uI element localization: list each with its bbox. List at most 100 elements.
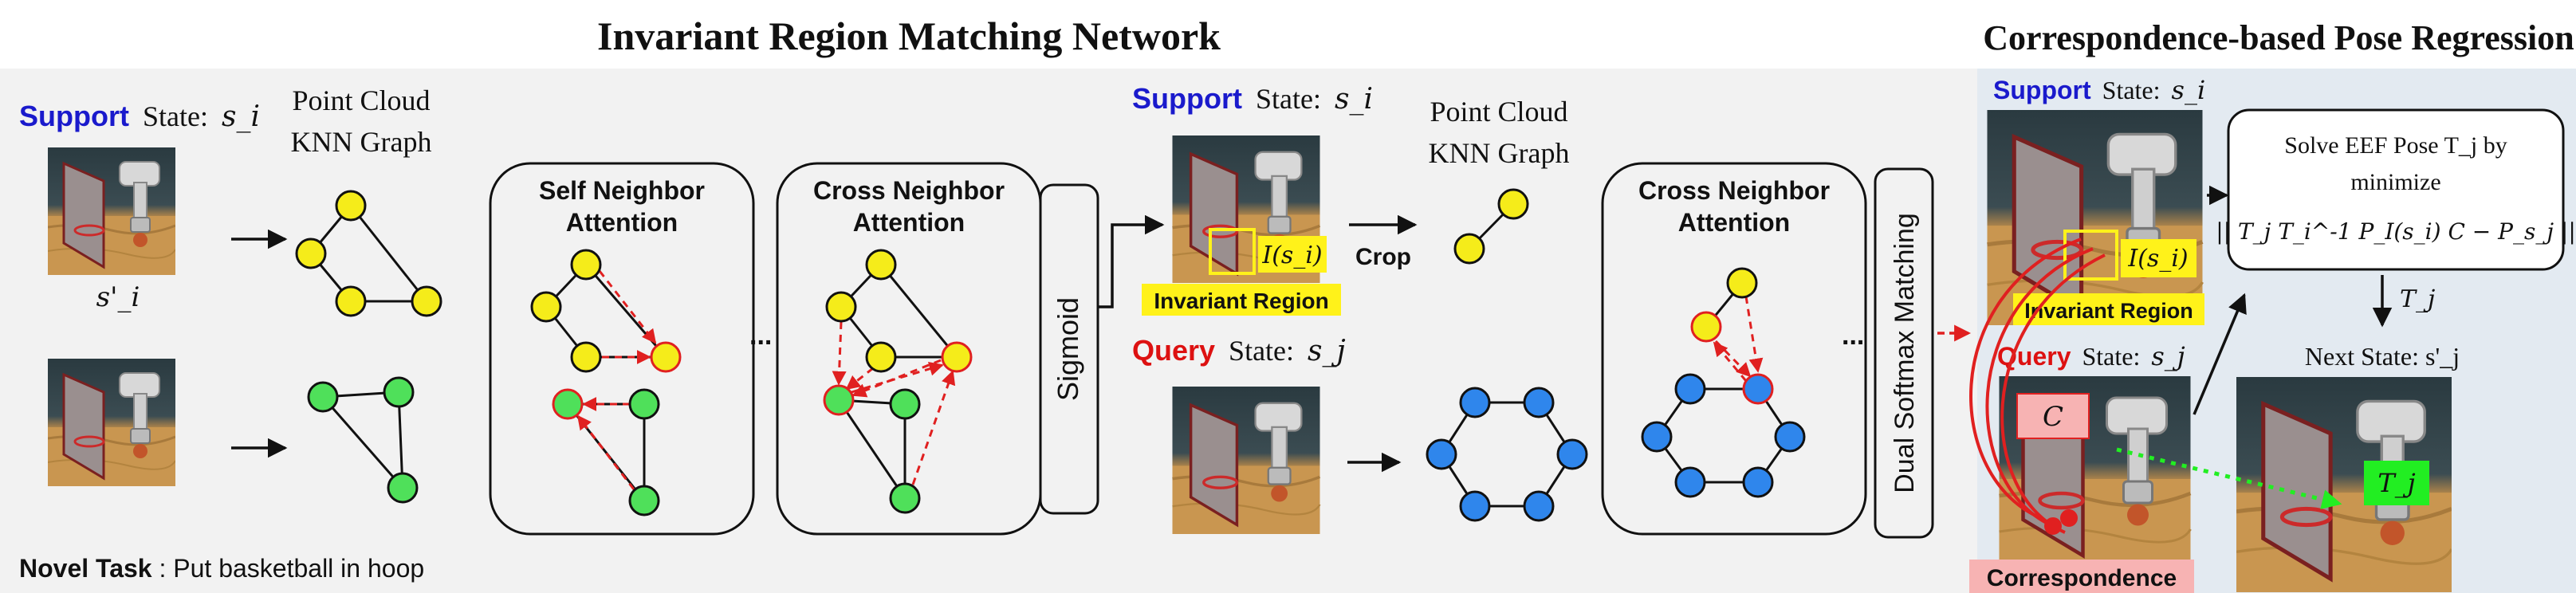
yellow-node xyxy=(530,291,562,323)
i-si-label-bg-mid xyxy=(1258,236,1327,273)
t-j-arrow-label: T_j xyxy=(2400,285,2435,313)
blue-node xyxy=(1459,490,1491,522)
green-node xyxy=(383,376,415,408)
yellow-node xyxy=(295,238,327,269)
yellow-node xyxy=(1453,233,1485,265)
novel-task-text: : Put basketball in hoop xyxy=(159,554,424,583)
i-si-label-right: I(s_i) xyxy=(2127,245,2188,273)
correspondence-tag: Correspondence xyxy=(1987,565,2177,591)
support-word: Support xyxy=(19,100,129,132)
invariant-region-box-mid xyxy=(1209,228,1256,275)
cross-attention-title-2b: Attention xyxy=(1678,208,1790,237)
solve-line-2: minimize xyxy=(2350,169,2440,195)
self-attention-title-2: Attention xyxy=(566,208,678,237)
blue-node xyxy=(1523,387,1555,418)
t-j-green-transform xyxy=(2116,447,2342,509)
support-scene-image-right xyxy=(1988,110,2203,325)
blue-node xyxy=(1459,387,1491,418)
s-i-symbol: s_i xyxy=(2172,75,2206,105)
yellow-node xyxy=(825,291,857,323)
yellow-graph-2 xyxy=(1453,188,1529,265)
i-si-label-bg-right xyxy=(2121,239,2196,277)
state-word: State: xyxy=(2082,342,2140,371)
green-node-highlighted xyxy=(552,388,584,420)
state-word: State: xyxy=(1256,83,1321,115)
t-j-green-tag-bg xyxy=(2364,461,2429,505)
c-label-bg xyxy=(2016,393,2090,439)
support-state-label-mid: Support State: s_i xyxy=(1132,82,1373,116)
query-state-label-right: Query State: s_j xyxy=(1997,341,2185,371)
s-i-symbol: s_i xyxy=(1335,83,1373,116)
green-graph-1 xyxy=(307,376,419,504)
blue-node xyxy=(1426,438,1457,470)
blue-node xyxy=(1774,421,1806,453)
next-state-label: Next State: s'_j xyxy=(2305,342,2460,371)
green-node xyxy=(387,472,419,504)
cross-neighbor-attention-box-2 xyxy=(1601,162,1867,536)
invariant-region-tag-bg-mid xyxy=(1142,284,1341,316)
blue-node xyxy=(1674,466,1706,498)
self-attention-nodes xyxy=(530,249,682,516)
yellow-node xyxy=(411,285,442,317)
s-j-symbol: s_j xyxy=(2151,341,2185,371)
novel-task-bold: Novel Task xyxy=(19,554,152,583)
point-cloud-label-1: Point Cloud xyxy=(292,84,430,116)
ellipsis-2: ... xyxy=(1842,320,1864,351)
invariant-region-box-right xyxy=(2063,230,2118,281)
knn-graph-label-1: KNN Graph xyxy=(291,126,432,158)
yellow-node xyxy=(1726,267,1758,299)
blue-node xyxy=(1742,466,1774,498)
cross-attention-title-1b: Attention xyxy=(853,208,965,237)
i-si-label-mid: I(s_i) xyxy=(1261,242,1322,269)
yellow-graph-1 xyxy=(295,190,442,317)
green-node-highlighted xyxy=(823,384,855,416)
blue-node xyxy=(1674,373,1706,405)
cross-attention-nodes-2 xyxy=(1641,267,1806,498)
c-label: C xyxy=(2043,401,2063,433)
support-state-label-left: Support State: s_i xyxy=(19,100,260,133)
s-j-symbol: s_j xyxy=(1308,335,1346,367)
state-word: State: xyxy=(2102,76,2161,104)
blue-node xyxy=(1556,438,1588,470)
novel-task-label: Novel Task : Put basketball in hoop xyxy=(19,554,424,583)
yellow-node xyxy=(865,341,897,373)
cross-attention-red-arrows-1 xyxy=(832,321,956,485)
yellow-node-highlighted xyxy=(650,341,682,373)
query-state-label-mid: Query State: s_j xyxy=(1132,334,1346,367)
support-word: Support xyxy=(1993,76,2091,104)
left-title: Invariant Region Matching Network xyxy=(597,14,1221,58)
correspondence-lines xyxy=(1969,238,2106,535)
left-panel-background xyxy=(0,69,1977,593)
cross-attention-title-1: Cross Neighbor xyxy=(813,176,1005,205)
knn-graph-label-2: KNN Graph xyxy=(1429,137,1570,169)
right-title: Correspondence-based Pose Regression xyxy=(1983,18,2574,57)
yellow-node xyxy=(335,190,367,222)
blue-graph-hexagon xyxy=(1426,387,1588,522)
correspondence-tag-bg xyxy=(1969,560,2194,593)
yellow-node xyxy=(865,249,897,281)
cross-attention-title-2: Cross Neighbor xyxy=(1638,176,1830,205)
sigmoid-box xyxy=(1039,183,1099,515)
support-scene-image xyxy=(48,147,175,275)
blue-node xyxy=(1523,490,1555,522)
green-node xyxy=(889,388,921,420)
self-attention-title-1: Self Neighbor xyxy=(539,176,705,205)
blue-node-highlighted xyxy=(1742,373,1774,405)
support-word: Support xyxy=(1132,82,1242,115)
point-cloud-label-2: Point Cloud xyxy=(1430,96,1567,128)
green-node xyxy=(628,485,660,516)
t-j-green-tag: T_j xyxy=(2377,468,2415,498)
s-i-prime-symbol: s'_i xyxy=(96,281,140,313)
dual-softmax-label: Dual Softmax Matching xyxy=(1890,213,1920,493)
solve-line-1: Solve EEF Pose T_j by xyxy=(2284,132,2507,159)
arrow-query-to-solve xyxy=(2193,293,2247,415)
crop-label: Crop xyxy=(1355,244,1411,270)
query-word: Query xyxy=(1132,334,1215,367)
yellow-node xyxy=(570,341,602,373)
dual-softmax-box xyxy=(1874,167,1934,539)
support-prime-scene-image xyxy=(48,359,175,486)
yellow-node xyxy=(1497,188,1529,220)
green-node xyxy=(889,482,921,514)
yellow-node-highlighted xyxy=(1690,311,1722,343)
